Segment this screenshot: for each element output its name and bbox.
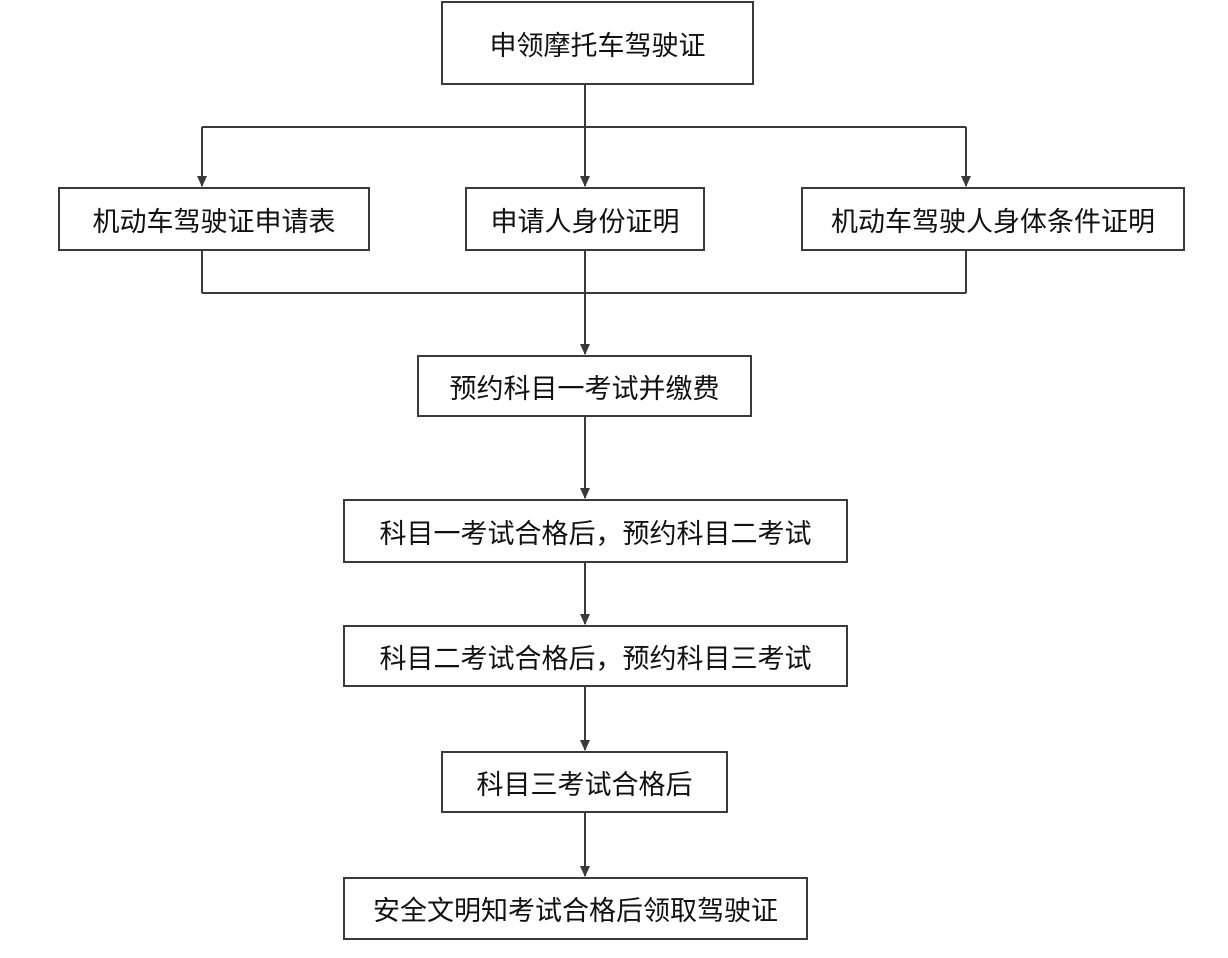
node-book-subject1: 预约科目一考试并缴费 xyxy=(417,355,752,417)
node-get-license-label: 安全文明知考试合格后领取驾驶证 xyxy=(373,896,778,927)
node-pass-subject3: 科目三考试合格后 xyxy=(441,751,728,813)
node-book-subject3-label: 科目二考试合格后，预约科目三考试 xyxy=(379,643,812,675)
node-health-proof-label: 机动车驾驶人身体条件证明 xyxy=(831,206,1155,238)
node-identity-proof: 申请人身份证明 xyxy=(465,187,705,251)
node-get-license: 安全文明知考试合格后领取驾驶证 xyxy=(343,877,808,940)
node-apply-license-label: 申领摩托车驾驶证 xyxy=(489,30,706,62)
node-book-subject2-label: 科目一考试合格后，预约科目二考试 xyxy=(379,518,812,550)
node-apply-license: 申领摩托车驾驶证 xyxy=(441,1,754,85)
node-application-form-label: 机动车驾驶证申请表 xyxy=(92,206,336,238)
node-book-subject3: 科目二考试合格后，预约科目三考试 xyxy=(343,625,848,687)
node-application-form: 机动车驾驶证申请表 xyxy=(58,187,370,251)
node-book-subject1-label: 预约科目一考试并缴费 xyxy=(449,373,720,405)
node-book-subject2: 科目一考试合格后，预约科目二考试 xyxy=(343,499,848,563)
node-pass-subject3-label: 科目三考试合格后 xyxy=(476,769,693,801)
node-identity-proof-label: 申请人身份证明 xyxy=(490,206,680,238)
node-health-proof: 机动车驾驶人身体条件证明 xyxy=(801,187,1185,251)
